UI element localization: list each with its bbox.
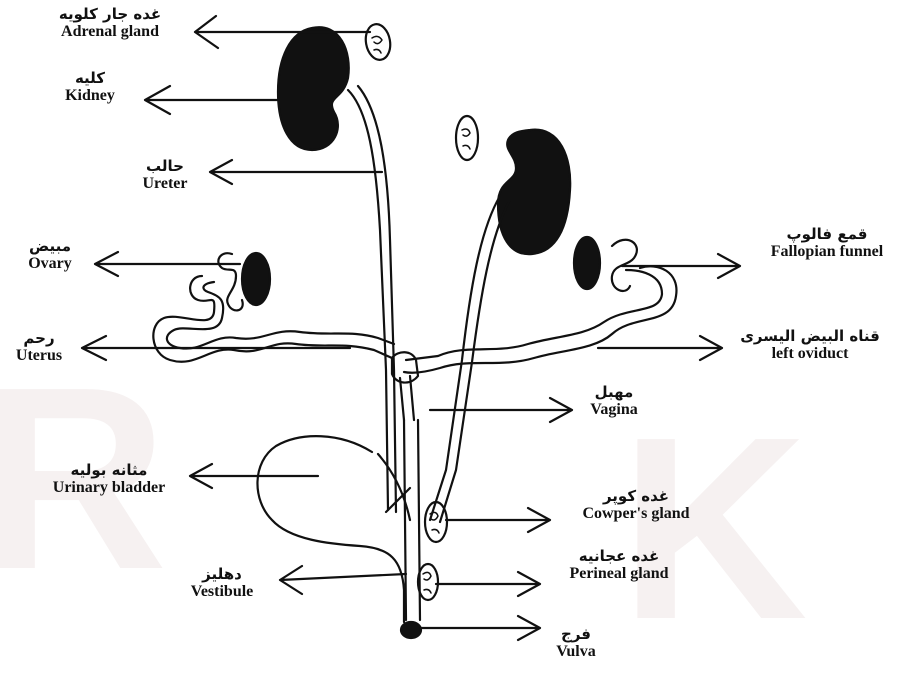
kidney-right bbox=[278, 27, 349, 150]
label-en: Cowper's gland bbox=[552, 505, 720, 523]
label-en: Vulva bbox=[546, 643, 606, 661]
label-en: Kidney bbox=[40, 87, 140, 105]
arrow-kidney bbox=[145, 86, 278, 114]
label-ar: قمع فالوپ bbox=[744, 226, 910, 243]
label-vestibule: دهلیز Vestibule bbox=[170, 566, 274, 600]
arrow-oviduct bbox=[598, 336, 722, 360]
arrow-funnel bbox=[622, 254, 740, 278]
label-en: Ovary bbox=[10, 255, 90, 273]
label-en: Fallopian funnel bbox=[744, 243, 910, 261]
label-fallopian-funnel: قمع فالوپ Fallopian funnel bbox=[744, 226, 910, 260]
arrow-vestibule bbox=[280, 566, 406, 594]
arrow-bladder bbox=[190, 464, 318, 488]
cowpers-gland bbox=[425, 502, 447, 542]
label-ar: غده عجانیه bbox=[544, 548, 694, 565]
label-vagina: مهبل Vagina bbox=[574, 384, 654, 418]
ureter-left bbox=[430, 196, 500, 520]
arrow-ovary bbox=[95, 252, 240, 276]
label-uterus: رحم Uterus bbox=[2, 330, 76, 364]
label-en: Vestibule bbox=[170, 583, 274, 601]
label-ar: فرج bbox=[546, 626, 606, 643]
label-ar: مثانه بولیه bbox=[30, 462, 188, 479]
label-ar: کلیه bbox=[40, 70, 140, 87]
ovary-right bbox=[242, 253, 270, 305]
label-ar: غده جار کلویه bbox=[30, 6, 190, 23]
arrow-vulva bbox=[420, 616, 540, 640]
vulva bbox=[401, 622, 421, 638]
label-ar: مهبل bbox=[574, 384, 654, 401]
label-cowpers-gland: غده کوپر Cowper's gland bbox=[552, 488, 720, 522]
perineal-gland bbox=[418, 564, 438, 600]
label-en: Vagina bbox=[574, 401, 654, 419]
ovary-left bbox=[574, 237, 600, 289]
arrow-cowper bbox=[446, 508, 550, 532]
vagina-tube bbox=[404, 420, 420, 620]
label-ar: قناه البیض الیسری bbox=[722, 328, 898, 345]
arrow-vagina bbox=[430, 398, 572, 422]
label-en: Urinary bladder bbox=[30, 479, 188, 497]
label-en: Perineal gland bbox=[544, 565, 694, 583]
label-left-oviduct: قناه البیض الیسری left oviduct bbox=[722, 328, 898, 362]
label-ar: مبیض bbox=[10, 238, 90, 255]
label-ar: دهلیز bbox=[170, 566, 274, 583]
label-en: left oviduct bbox=[722, 345, 898, 363]
label-ureter: حالب Ureter bbox=[120, 158, 210, 192]
kidney-left bbox=[498, 130, 570, 254]
label-perineal-gland: غده عجانیه Perineal gland bbox=[544, 548, 694, 582]
label-ar: غده کوپر bbox=[552, 488, 720, 505]
uterus-body bbox=[392, 352, 418, 382]
label-en: Adrenal gland bbox=[30, 23, 190, 41]
arrow-ureter bbox=[210, 160, 382, 184]
oviduct-right bbox=[153, 253, 392, 362]
label-ovary: مبیض Ovary bbox=[10, 238, 90, 272]
label-en: Uterus bbox=[2, 347, 76, 365]
adrenal-gland-left bbox=[456, 116, 478, 160]
label-vulva: فرج Vulva bbox=[546, 626, 606, 660]
label-ar: حالب bbox=[120, 158, 210, 175]
label-en: Ureter bbox=[120, 175, 210, 193]
urinary-bladder bbox=[257, 436, 404, 622]
label-adrenal-gland: غده جار کلویه Adrenal gland bbox=[30, 6, 190, 40]
label-kidney: کلیه Kidney bbox=[40, 70, 140, 104]
label-urinary-bladder: مثانه بولیه Urinary bladder bbox=[30, 462, 188, 496]
arrow-perineal bbox=[436, 572, 540, 596]
label-ar: رحم bbox=[2, 330, 76, 347]
adrenal-gland-right bbox=[363, 22, 393, 62]
